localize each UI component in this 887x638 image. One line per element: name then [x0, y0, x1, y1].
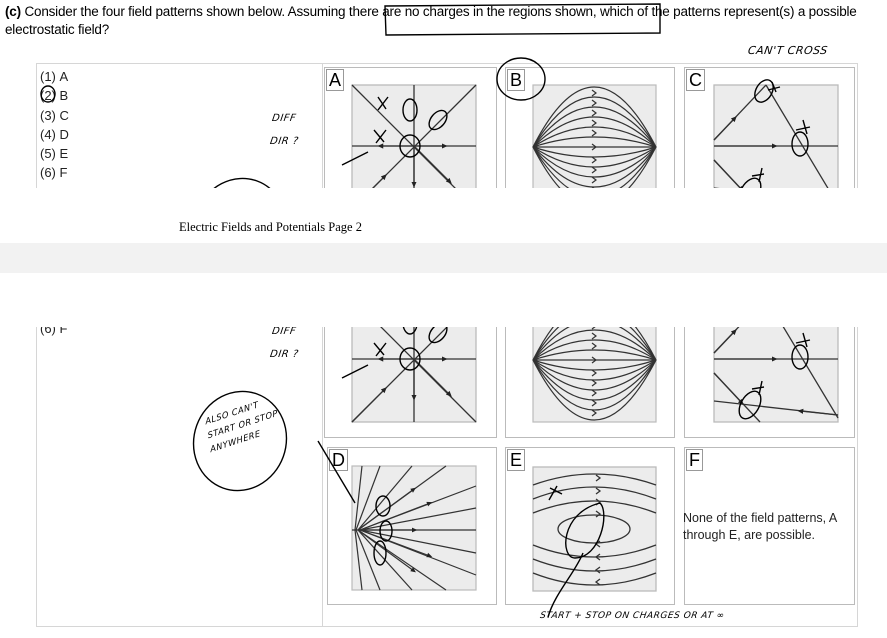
question-text: (c) Consider the four field patterns sho… [5, 3, 885, 39]
option-2[interactable]: (2) B [40, 86, 69, 105]
panel-c: C [684, 327, 855, 438]
question-sheet: (c) Consider the four field patterns sho… [0, 0, 887, 188]
option-1[interactable]: (1) A [40, 67, 69, 86]
page-separator [0, 243, 887, 273]
question-sheet-continued: (4) D (5) E (6) F A B C D E F None of th… [0, 327, 887, 638]
panel-a: A [324, 327, 497, 438]
page-footer: Electric Fields and Potentials Page 2 [179, 220, 362, 234]
panel-c: C [684, 67, 855, 188]
page-2-viewport: (4) D (5) E (6) F A B C D E F None of th… [0, 327, 887, 638]
panel-a: A [324, 67, 497, 188]
option-label: A [59, 69, 69, 84]
option-4[interactable]: (4) D [40, 125, 69, 144]
column-divider [322, 63, 323, 188]
panel-label: F [686, 449, 703, 471]
note-cant-cross: CAN'T CROSS [747, 44, 829, 57]
panel-label: D [329, 449, 348, 471]
panel-b: B [505, 327, 675, 438]
column-divider [322, 327, 323, 627]
option-label: F [59, 165, 68, 181]
option-3[interactable]: (3) C [40, 106, 69, 125]
question-highlighted: there are no charges in the regions show… [348, 4, 593, 19]
options-list: (1) A (2) B (3) C (4) D (5) E (6) F [40, 67, 69, 183]
panel-label: A [326, 69, 345, 91]
option-label: C [59, 107, 69, 123]
answer-box [36, 327, 858, 627]
option-num: (5) [40, 146, 56, 162]
question-text-before: Consider the four field patterns shown b… [20, 4, 349, 19]
note-start-stop: START + STOP ON CHARGES OR AT ∞ [539, 611, 726, 621]
panel-label: B [507, 69, 526, 91]
option-label: D [59, 126, 69, 142]
panel-d: D [327, 447, 497, 605]
panel-f: F [684, 447, 855, 605]
question-part: (c) [5, 4, 21, 19]
note-diff: DIFF [271, 113, 297, 124]
option-num: (3) [40, 107, 56, 123]
answer-box [36, 63, 858, 188]
note-dir: DIR ? [269, 136, 300, 147]
option-label: F [59, 327, 68, 336]
note-diff: DIFF [271, 327, 297, 337]
option-num: (2) [40, 88, 56, 104]
page-1-viewport: (c) Consider the four field patterns sho… [0, 0, 887, 188]
panel-label: C [686, 69, 705, 91]
option-label: B [59, 88, 69, 104]
option-num: (1) [40, 69, 56, 84]
note-dir: DIR ? [269, 349, 300, 360]
option-6[interactable]: (6) F [40, 163, 69, 182]
option-num: (6) [40, 165, 56, 181]
options-list: (4) D (5) E (6) F [40, 327, 69, 338]
option-num: (4) [40, 126, 56, 142]
option-6[interactable]: (6) F [40, 327, 69, 338]
panel-label: E [507, 449, 526, 471]
panel-b: B [505, 67, 675, 188]
option-5[interactable]: (5) E [40, 144, 69, 163]
panel-e: E [505, 447, 675, 605]
option-num: (6) [40, 327, 56, 336]
option-label: E [59, 146, 69, 162]
panel-f-text: None of the field patterns, A through E,… [683, 511, 837, 542]
